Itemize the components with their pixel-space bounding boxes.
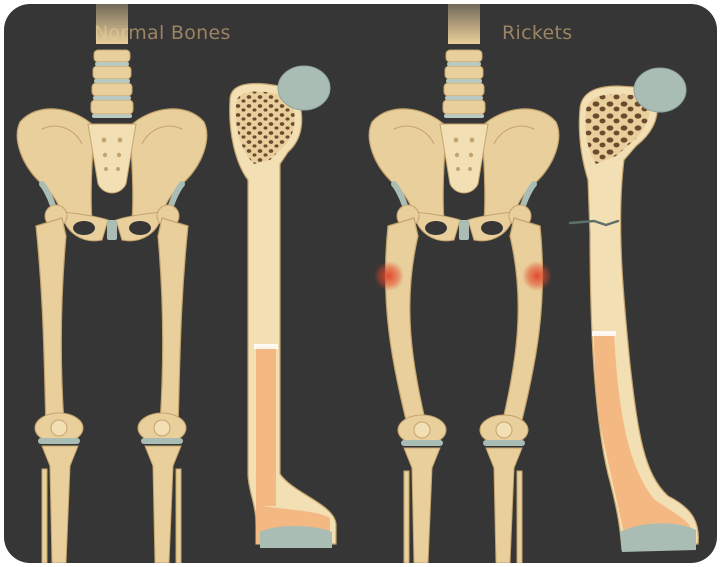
illustration-panel: Normal Bones Rickets <box>4 4 717 563</box>
rickets-skeleton <box>369 4 559 563</box>
inflammation-right <box>522 261 552 291</box>
normal-femur <box>230 66 336 548</box>
bones-diagram <box>4 4 717 563</box>
rickets-femur <box>570 68 698 552</box>
inflammation-left <box>374 261 404 291</box>
normal-skeleton <box>17 4 207 563</box>
